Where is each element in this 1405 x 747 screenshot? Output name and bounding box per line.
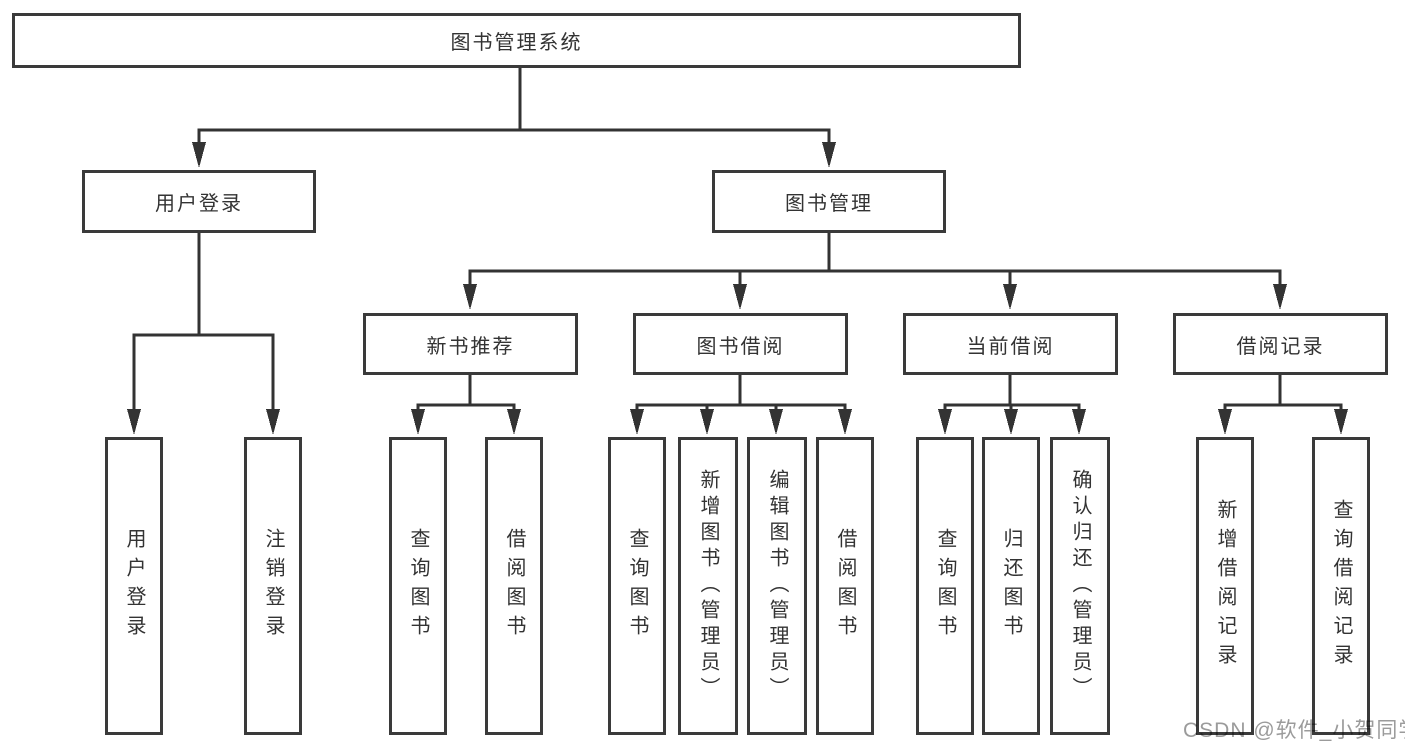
arrowheads-level3 xyxy=(463,284,1287,310)
node-label: 借阅图书 xyxy=(834,528,856,644)
leaf-logout: 注销登录 xyxy=(244,437,302,735)
connector-user-login-branch xyxy=(132,233,275,412)
connector-book-borrow-group xyxy=(635,375,847,412)
node-label: 新增图书（管理员） xyxy=(697,469,719,703)
node-label: 用户登录 xyxy=(123,528,145,644)
node-label: 确认归还（管理员） xyxy=(1069,469,1091,703)
connector-borrow-records-group xyxy=(1223,375,1343,412)
node-label: 当前借阅 xyxy=(966,335,1055,358)
leaf-query-book-recommend: 查询图书 xyxy=(389,437,447,735)
leaf-confirm-return-admin: 确认归还（管理员） xyxy=(1050,437,1110,735)
leaf-return-book: 归还图书 xyxy=(982,437,1040,735)
connector-new-book-recommend-group xyxy=(416,375,516,412)
node-label: 归还图书 xyxy=(1000,528,1022,644)
leaf-query-book-current: 查询图书 xyxy=(916,437,974,735)
arrowheads-level2 xyxy=(192,142,836,168)
node-library-management-system: 图书管理系统 xyxy=(12,13,1021,68)
csdn-watermark: CSDN @软件_小贺同学 xyxy=(1183,719,1405,742)
node-book-borrowing: 图书借阅 xyxy=(633,313,848,375)
leaf-add-borrow-record: 新增借阅记录 xyxy=(1196,437,1254,735)
node-label: 编辑图书（管理员） xyxy=(766,469,788,703)
connector-book-management-branch xyxy=(468,233,1282,288)
node-label: 新书推荐 xyxy=(426,335,515,358)
node-label: 图书管理系统 xyxy=(450,32,583,54)
node-label: 借阅图书 xyxy=(503,528,525,644)
leaf-query-book-borrowing: 查询图书 xyxy=(608,437,666,735)
arrowheads-user-login-children xyxy=(127,409,280,435)
node-user-login-branch: 用户登录 xyxy=(82,170,316,233)
connector-root-to-level2 xyxy=(197,67,831,146)
node-borrowing-records: 借阅记录 xyxy=(1173,313,1388,375)
leaf-add-book-admin: 新增图书（管理员） xyxy=(678,437,738,735)
arrowheads-leaves xyxy=(411,409,1348,435)
node-label: 图书借阅 xyxy=(696,335,785,358)
node-label: 注销登录 xyxy=(262,528,284,644)
leaf-edit-book-admin: 编辑图书（管理员） xyxy=(747,437,807,735)
node-book-management-branch: 图书管理 xyxy=(712,170,946,233)
node-label: 查询图书 xyxy=(626,528,648,644)
node-label: 查询图书 xyxy=(934,528,956,644)
node-label: 借阅记录 xyxy=(1236,335,1325,358)
leaf-borrow-book: 借阅图书 xyxy=(816,437,874,735)
leaf-query-borrow-record: 查询借阅记录 xyxy=(1312,437,1370,735)
leaf-borrow-book-recommend: 借阅图书 xyxy=(485,437,543,735)
node-label: 查询借阅记录 xyxy=(1330,499,1352,673)
node-label: 新增借阅记录 xyxy=(1214,499,1236,673)
node-label: 查询图书 xyxy=(407,528,429,644)
node-label: 用户登录 xyxy=(155,193,243,215)
node-current-borrowing: 当前借阅 xyxy=(903,313,1118,375)
node-new-book-recommend: 新书推荐 xyxy=(363,313,578,375)
leaf-user-login: 用户登录 xyxy=(105,437,163,735)
node-label: 图书管理 xyxy=(785,193,873,215)
connector-current-borrow-group xyxy=(943,375,1081,412)
